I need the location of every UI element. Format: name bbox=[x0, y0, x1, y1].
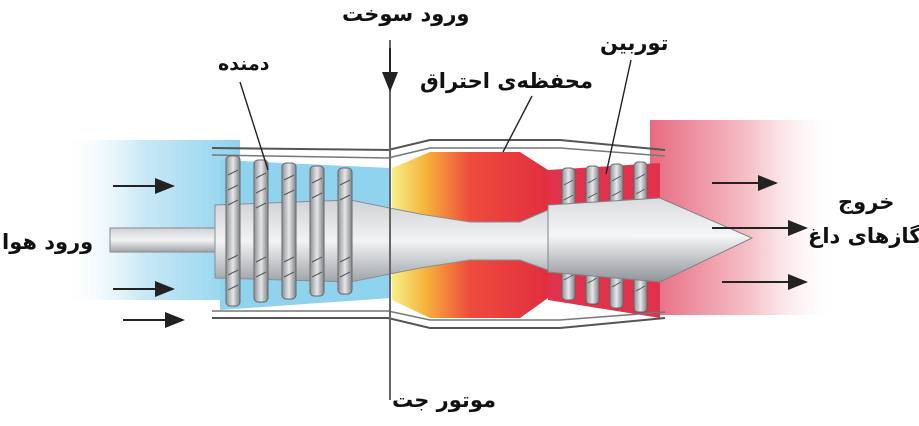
air-inlet-label: ورود هوا bbox=[2, 230, 93, 254]
diagram-title: موتور جت bbox=[392, 388, 496, 412]
hot-gas-exit-label-line2: گازهای داغ bbox=[808, 224, 919, 248]
cold-air-glow bbox=[60, 140, 240, 300]
front-shaft bbox=[110, 228, 220, 252]
turbine-label: توربین bbox=[600, 31, 669, 55]
combustion-leader bbox=[503, 96, 532, 152]
compressor-label: دمنده bbox=[218, 54, 269, 76]
compressor-leader bbox=[240, 82, 268, 170]
hot-gas-exit-label-line1: خروج bbox=[838, 190, 894, 214]
combustion-chamber-label: محفظه‌ی احتراق bbox=[420, 69, 593, 93]
fuel-inlet-label: ورود سوخت bbox=[342, 2, 469, 26]
turbine-leader bbox=[606, 60, 631, 174]
